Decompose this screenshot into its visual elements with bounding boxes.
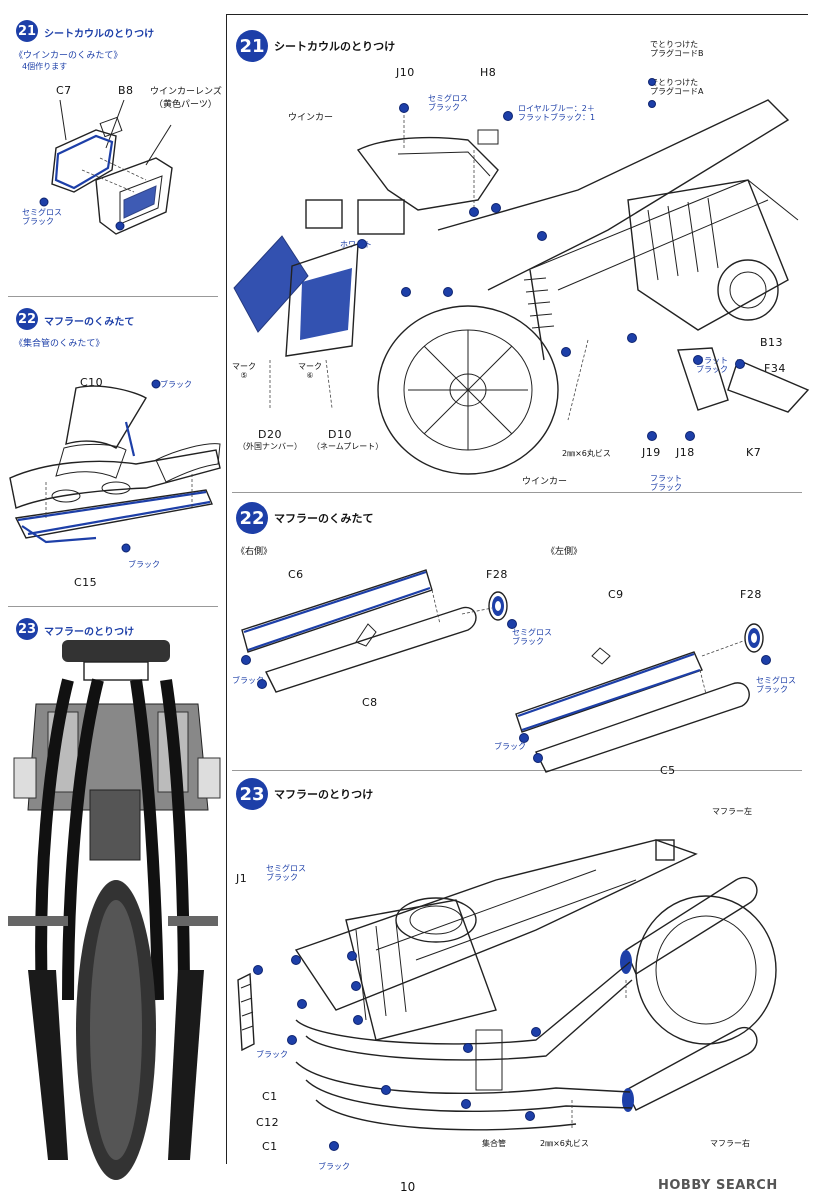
j1-color: セミグロス ブラック xyxy=(266,864,306,882)
part-label-d10: D10 xyxy=(328,428,352,441)
part-label-j19: J19 xyxy=(642,446,661,459)
d10-note: （ネームプレート） xyxy=(312,442,384,451)
part-label-b8: B8 xyxy=(118,84,134,97)
part-label-d20: D20 xyxy=(258,428,282,441)
muffler-assembly-drawing xyxy=(241,569,771,773)
right-side-label: 《右側》 xyxy=(236,547,273,557)
muffler-mount-drawing xyxy=(237,839,777,1151)
sidebar-step-22-title: マフラーのくみたて xyxy=(44,317,135,328)
collector-label: 集合管 xyxy=(482,1139,506,1148)
part-label-j18: J18 xyxy=(676,446,695,459)
sidebar-step-22-badge: 22 xyxy=(16,308,38,330)
lens-label: ウインカーレンズ xyxy=(150,87,222,97)
sidebar-rule-23 xyxy=(8,606,218,607)
winker-label-top: ウインカー xyxy=(288,113,334,123)
winker-label-bottom: ウインカー xyxy=(522,477,568,487)
lens-note: （黄色パーツ） xyxy=(154,100,217,110)
sidebar-step-21-subtitle: 《ウインカーのくみたて》 xyxy=(14,51,123,61)
main-step-22-title: マフラーのくみたて xyxy=(274,512,374,525)
part-label-f28-right: F28 xyxy=(486,568,508,581)
f28-left-color: セミグロス ブラック xyxy=(756,676,796,694)
plug-code-a-label: でとりつけた プラグコードA xyxy=(650,78,704,96)
b13-color: フラット ブラック xyxy=(696,356,728,374)
part-label-c8: C8 xyxy=(362,696,378,709)
part-label-b13: B13 xyxy=(760,336,784,349)
sidebar-step-22-subtitle: 《集合管のくみたて》 xyxy=(14,339,105,349)
part-label-c1-upper: C1 xyxy=(262,1090,278,1103)
sidebar-step-21-title: シートカウルのとりつけ xyxy=(44,29,155,40)
muffler-left-label: マフラー左 xyxy=(712,807,752,816)
plug-code-b-label: でとりつけた プラグコードB xyxy=(650,40,704,58)
main-step-21-title: シートカウルのとりつけ xyxy=(274,40,396,53)
part-label-c7: C7 xyxy=(56,84,72,97)
color-black-1: ブラック xyxy=(160,380,192,389)
screw-label-23: 2㎜×6丸ビス xyxy=(540,1139,589,1148)
sidebar-step-21-badge: 21 xyxy=(16,20,38,42)
h8-color: ロイヤルブルー：2＋ フラットブラック：1 xyxy=(518,104,596,122)
main-step-23-badge: 23 xyxy=(236,778,268,810)
c1-color-black: ブラック xyxy=(256,1050,288,1059)
part-label-j1: J1 xyxy=(236,872,248,885)
part-label-c12: C12 xyxy=(256,1116,280,1129)
main-step-22-badge: 22 xyxy=(236,502,268,534)
j10-color: セミグロス ブラック xyxy=(428,94,468,112)
mark5-label: マーク ⑤ xyxy=(232,362,256,380)
sidebar-step-21-note: 4個作ります xyxy=(22,62,68,71)
part-label-c5: C5 xyxy=(660,764,676,777)
c6-color-black: ブラック xyxy=(232,676,264,685)
part-label-c1-lower: C1 xyxy=(262,1140,278,1153)
completed-bike-photo xyxy=(8,640,221,1180)
winker-assembly-drawing xyxy=(39,99,173,235)
screw-label-21: 2㎜×6丸ビス xyxy=(562,449,611,458)
column-divider xyxy=(226,14,227,1164)
hobby-search-watermark: HOBBY SEARCH xyxy=(658,1178,778,1193)
d20-note: （外国ナンバー） xyxy=(238,442,302,451)
sidebar-step-23-title: マフラーのとりつけ xyxy=(44,627,135,638)
collector-pipe-drawing xyxy=(9,379,221,553)
f28-right-color: セミグロス ブラック xyxy=(512,628,552,646)
part-label-k7: K7 xyxy=(746,446,762,459)
part-label-f34: F34 xyxy=(764,362,786,375)
part-label-c15: C15 xyxy=(74,576,98,589)
part-label-f28-left: F28 xyxy=(740,588,762,601)
main-step-21-badge: 21 xyxy=(236,30,268,62)
main-step-23-title: マフラーのとりつけ xyxy=(274,788,374,801)
part-label-c9: C9 xyxy=(608,588,624,601)
part-label-c6: C6 xyxy=(288,568,304,581)
part-label-h8: H8 xyxy=(480,66,497,79)
left-side-label: 《左側》 xyxy=(546,547,583,557)
c1-lower-color-black: ブラック xyxy=(318,1162,350,1171)
j-color: フラット ブラック xyxy=(650,474,682,492)
sidebar-rule-22 xyxy=(8,296,218,297)
part-label-j10: J10 xyxy=(396,66,415,79)
page-number: 10 xyxy=(400,1180,416,1194)
color-black-2: ブラック xyxy=(128,560,160,569)
color-semigloss-black: セミグロス ブラック xyxy=(22,208,62,226)
main-rule-23 xyxy=(232,770,802,771)
seat-cowl-assembly-drawing xyxy=(233,78,810,475)
muffler-right-label: マフラー右 xyxy=(710,1139,750,1148)
c9-color-black: ブラック xyxy=(494,742,526,751)
main-rule-22 xyxy=(232,492,802,493)
sidebar-step-23-badge: 23 xyxy=(16,618,38,640)
mark6-label: マーク ⑥ xyxy=(298,362,322,380)
main-frame-top xyxy=(226,14,808,15)
